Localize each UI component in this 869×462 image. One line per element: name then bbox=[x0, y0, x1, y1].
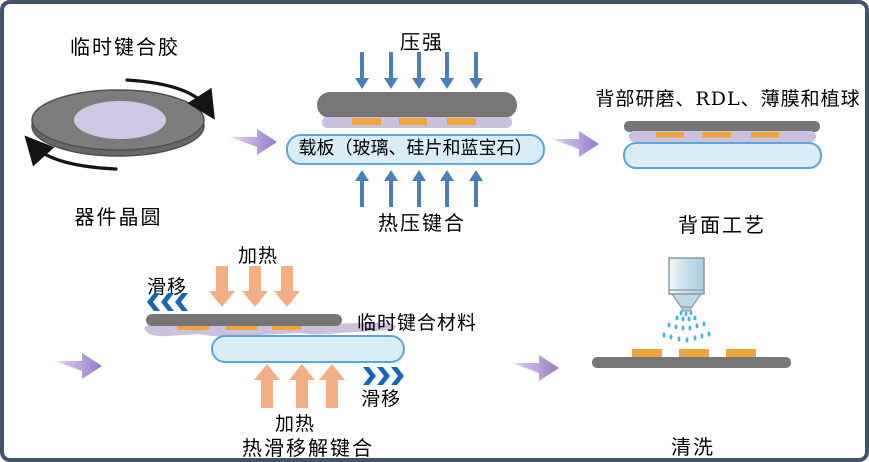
spray-nozzle-tip bbox=[670, 293, 703, 308]
cleaning-caption: 清洗 bbox=[671, 435, 715, 459]
heat-label-bottom: 加热 bbox=[274, 413, 315, 435]
cleaning-icon bbox=[592, 257, 791, 368]
carrier-plate bbox=[286, 134, 545, 165]
spray-nozzle-body bbox=[668, 257, 705, 295]
slide-label-right: 滑移 bbox=[360, 388, 401, 410]
backside-caption: 背面工艺 bbox=[678, 213, 766, 237]
heat-label-top: 加热 bbox=[237, 245, 278, 267]
flow-arrow-1-icon bbox=[230, 129, 277, 155]
spray-droplets-icon bbox=[662, 310, 711, 343]
spinning-wafer-icon bbox=[24, 78, 215, 171]
heat-up-arrows-icon bbox=[254, 364, 345, 408]
bonding-material-label: 临时键合材料 bbox=[356, 312, 477, 334]
rotation-arrow-top-icon bbox=[125, 78, 215, 120]
backside-stack-icon bbox=[623, 121, 822, 169]
pressure-label: 压强 bbox=[400, 30, 444, 54]
cleaned-chip-bar bbox=[592, 357, 791, 368]
slide-left-chevrons-icon bbox=[147, 293, 188, 311]
device-wafer-caption: 器件晶圆 bbox=[74, 205, 163, 229]
backside-process-label: 背部研磨、RDL、薄膜和植球 bbox=[595, 88, 861, 110]
slide-right-chevrons-icon bbox=[363, 367, 404, 385]
press-up-arrows-icon bbox=[355, 170, 483, 207]
carrier-plate bbox=[211, 335, 405, 363]
flow-arrow-4-icon bbox=[512, 355, 559, 381]
bump-pads bbox=[656, 132, 779, 138]
thinned-chip-bar bbox=[624, 121, 820, 132]
sliding-chip-bar bbox=[146, 314, 342, 326]
device-chip-bar bbox=[317, 92, 517, 118]
bonding-stack-icon bbox=[286, 52, 545, 207]
flow-arrow-3-icon bbox=[55, 353, 102, 379]
flow-arrow-2-icon bbox=[552, 131, 599, 157]
thermocompression-caption: 热压键合 bbox=[378, 211, 466, 235]
rotation-arrow-bottom-icon bbox=[24, 135, 118, 171]
carrier-label: 载板（玻璃、硅片和蓝宝石） bbox=[298, 138, 533, 159]
debond-stack-icon bbox=[144, 266, 405, 408]
press-down-arrows-icon bbox=[355, 52, 483, 89]
bump-pads bbox=[177, 325, 301, 330]
bump-pads bbox=[352, 118, 476, 125]
slide-label-left: 滑移 bbox=[146, 276, 187, 298]
heat-down-arrows-icon bbox=[209, 266, 300, 307]
debond-caption: 热滑移解键合 bbox=[242, 436, 374, 460]
adhesive-label: 临时键合胶 bbox=[70, 35, 180, 59]
adhesive-spot bbox=[74, 101, 166, 139]
bump-pads bbox=[632, 349, 756, 357]
carrier-plate bbox=[623, 142, 822, 169]
